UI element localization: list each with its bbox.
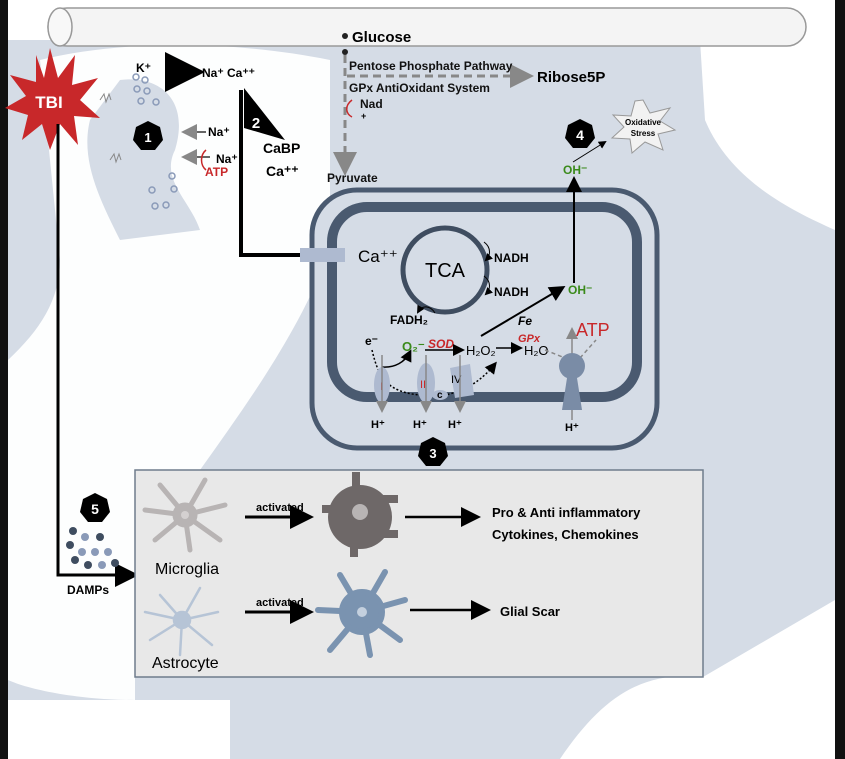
badge-5: 5 (80, 493, 110, 522)
calcium-channel (300, 248, 345, 262)
blood-vessel (47, 7, 807, 47)
h-plus-3: H⁺ (448, 419, 462, 431)
astrocyte-label: Astrocyte (152, 655, 219, 672)
fadh2-arrow (417, 304, 436, 314)
ca-label: Ca⁺⁺ (266, 163, 299, 179)
oxidative-stress-arrow (572, 140, 607, 163)
svg-text:4: 4 (576, 127, 584, 143)
complex-iv (450, 364, 474, 398)
vesicles (132, 73, 178, 210)
complex-ii-label: II (420, 379, 426, 391)
oxidative-stress-label-2: Stress (631, 129, 656, 138)
nadh-arrow-1 (483, 241, 494, 262)
na-label-2: Na⁺ (216, 152, 238, 166)
svg-text:1: 1 (144, 130, 151, 145)
fadh2-label: FADH₂ (390, 313, 428, 327)
neuroinflammation-panel (134, 469, 704, 678)
cytochrome-c-label: c (437, 390, 443, 401)
tbi-label: TBI (35, 93, 62, 112)
cytokines-label-2: Cytokines, Chemokines (492, 527, 639, 542)
proton-arrows (376, 327, 597, 420)
left-border (0, 0, 8, 759)
activated-label-1: activated (256, 502, 304, 514)
tca-label: TCA (425, 260, 466, 282)
tbi-to-inflammation-arrow (56, 124, 139, 587)
tbi-burst-icon (5, 48, 100, 150)
gpx-system-label: GPx AntiOxidant System (349, 81, 490, 95)
mitochondrion-inner-membrane (327, 202, 642, 402)
ribose-label: Ribose5P (537, 69, 605, 86)
fenton-arrow (480, 285, 566, 337)
impact-wave-icon (99, 92, 112, 104)
microglia-nucleus (181, 511, 189, 519)
damps-particles (66, 527, 119, 569)
microglia-label: Microglia (155, 561, 219, 578)
nadh-label-1: NADH (494, 251, 529, 265)
oh-inner-label: OH⁻ (568, 283, 592, 297)
atp-synthase-head (559, 353, 585, 379)
badge-1: 1 (133, 121, 163, 150)
activated-label-2: activated (256, 597, 304, 609)
atp-label-synapse: ATP (205, 165, 228, 179)
sod-label: SOD (428, 337, 454, 351)
nad-curve-icon (346, 99, 353, 118)
astrocyte-resting-icon (143, 586, 220, 657)
atp-curve-icon (200, 149, 207, 171)
cytokines-label-1: Pro & Anti inflammatory (492, 505, 641, 520)
impact-wave-icon-2 (109, 152, 122, 164)
atp-synthase-stalk (562, 378, 582, 410)
oxidative-stress-burst-icon (610, 99, 677, 154)
superoxide-label: O₂⁻ (402, 339, 425, 354)
cabp-label: CaBP (263, 140, 300, 156)
mito-ca-label: Ca⁺⁺ (358, 247, 398, 266)
glucose-label: Glucose (352, 29, 411, 46)
right-border (835, 0, 845, 759)
pyruvate-label: Pyruvate (327, 171, 378, 185)
k-ion-label: K⁺ (136, 61, 151, 75)
nad-label: Nad (360, 97, 383, 111)
badge-3: 3 (418, 437, 448, 466)
glial-scar-label: Glial Scar (500, 604, 560, 619)
nadh-label-2: NADH (494, 285, 529, 299)
pathway-start-dot (342, 49, 348, 55)
superoxide-arrow (381, 349, 412, 368)
white-region-bottom-right (560, 600, 835, 759)
h2o-label: H₂O (524, 343, 549, 358)
badge-4: 4 (565, 119, 595, 148)
oh-outer-label: OH⁻ (563, 163, 587, 177)
svg-text:5: 5 (91, 501, 99, 517)
glucose-dot (342, 33, 348, 39)
nadh-arrow-2 (483, 275, 494, 296)
mito-atp-label: ATP (576, 320, 610, 340)
h-plus-1: H⁺ (371, 419, 385, 431)
h-plus-2: H⁺ (413, 419, 427, 431)
neuron-terminal-shape (87, 79, 200, 241)
h-plus-4: H⁺ (565, 422, 579, 434)
h2o2-label: H₂O₂ (466, 343, 496, 358)
cytochrome-c (432, 390, 448, 400)
oxidative-stress-label-1: Oxidative (625, 118, 662, 127)
na-ca-label: Na⁺ Ca⁺⁺ (202, 66, 255, 80)
complex-iv-label: IV (451, 374, 462, 386)
gpx-label: GPx (518, 333, 541, 345)
nad-charge: + (361, 111, 366, 121)
white-region-bottom-left (8, 700, 230, 759)
svg-text:3: 3 (429, 446, 436, 461)
electron-label: e⁻ (365, 334, 378, 348)
calcium-buffer-arrowhead (244, 88, 285, 140)
vessel-end (47, 7, 73, 47)
fe-label: Fe (518, 314, 532, 328)
damps-label: DAMPs (67, 583, 109, 597)
svg-text:2: 2 (252, 115, 260, 132)
na-label-1: Na⁺ (208, 125, 230, 139)
activated-microglia-nucleus (352, 504, 368, 520)
badge-2: 2 (252, 115, 260, 132)
white-region-top-right (700, 40, 835, 230)
pentose-label: Pentose Phosphate Pathway (349, 59, 513, 73)
tca-cycle (400, 225, 490, 315)
activated-astrocyte-nucleus (357, 607, 367, 617)
